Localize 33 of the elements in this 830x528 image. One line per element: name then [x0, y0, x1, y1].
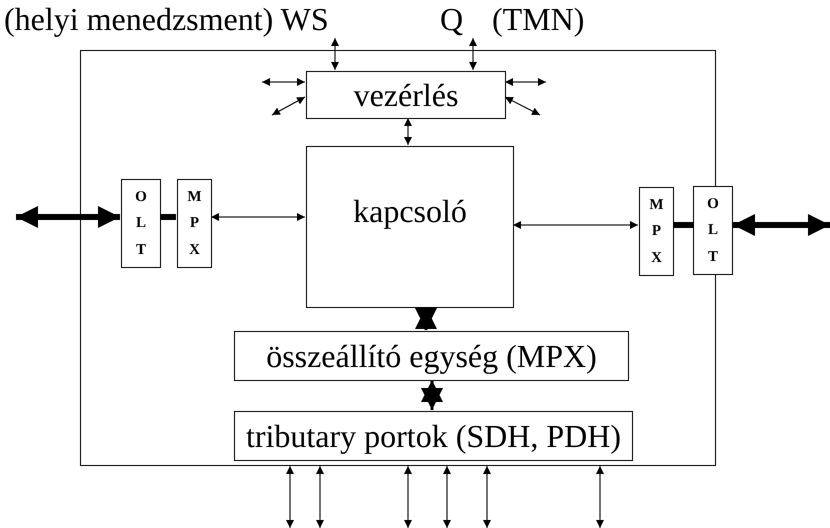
network-element-frame: [80, 50, 716, 466]
arrow: [504, 78, 546, 86]
arrow: [596, 466, 604, 528]
arrow: [286, 466, 294, 528]
arrow: [512, 221, 638, 229]
arrow: [16, 206, 120, 228]
arrow: [331, 38, 339, 70]
arrow: [504, 96, 540, 116]
interface-label: Q: [440, 0, 476, 38]
process-box: összeállító egység (MPX): [234, 331, 629, 381]
arrow: [210, 213, 306, 221]
arrow: [404, 118, 412, 146]
arrow: [404, 466, 412, 528]
arrow: [733, 214, 830, 236]
process-box: tributary portok (SDH, PDH): [234, 411, 633, 461]
module-box: OLT: [121, 179, 161, 268]
interface-label: (TMN): [492, 3, 584, 35]
arrow: [272, 96, 306, 116]
arrow: [316, 466, 324, 528]
arrow: [415, 307, 437, 330]
switch-box: kapcsoló: [306, 146, 514, 308]
connector-line: [673, 222, 693, 228]
module-box: MPX: [639, 187, 674, 276]
connector-line: [160, 214, 176, 220]
arrow: [443, 466, 451, 528]
interface-label: (helyi menedzsment) WS: [4, 0, 340, 38]
arrow: [262, 78, 306, 86]
arrow: [421, 380, 443, 410]
module-box: OLT: [693, 186, 733, 275]
arrow: [469, 38, 477, 70]
module-box: MPX: [177, 179, 212, 268]
process-box: vezérlés: [306, 71, 506, 119]
arrow: [483, 466, 491, 528]
